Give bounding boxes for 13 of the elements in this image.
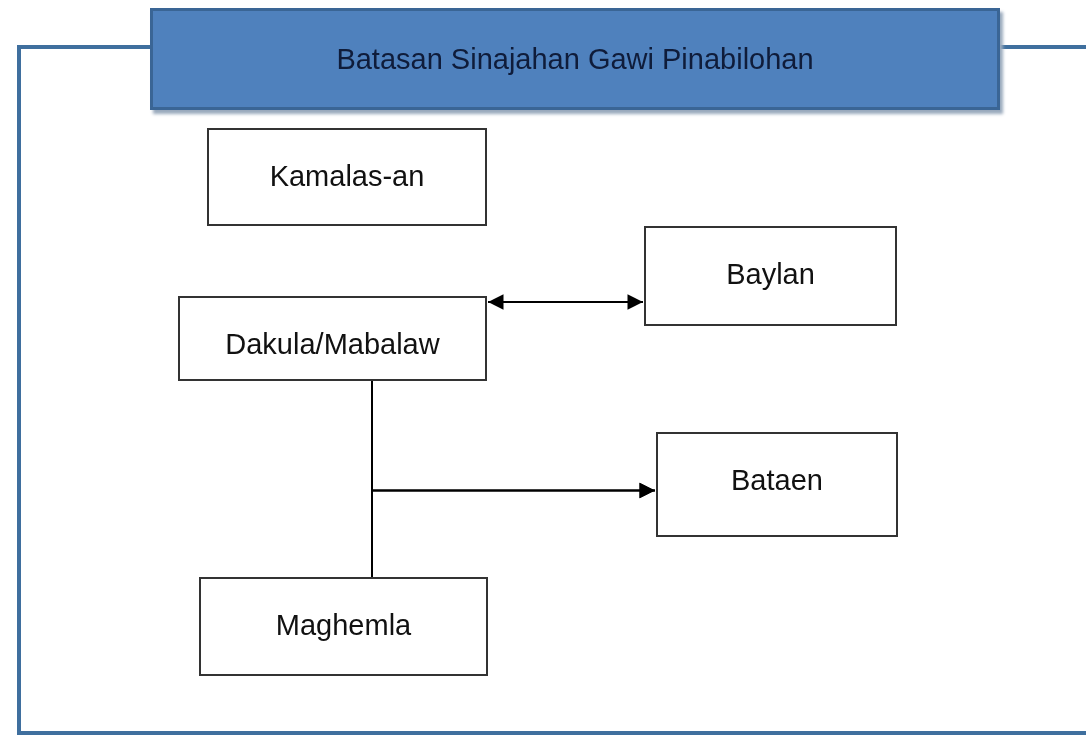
box-label: Bataen <box>731 464 823 498</box>
box-label: Kamalas-an <box>269 160 425 194</box>
role-box <box>178 296 487 381</box>
role-box <box>207 128 487 226</box>
role-box <box>644 226 897 326</box>
arrow <box>371 482 656 578</box>
box-label: Maghemla <box>275 609 412 643</box>
role-box <box>199 577 488 676</box>
box-label: Baylan <box>726 258 815 292</box>
arrow <box>487 294 644 310</box>
box-label: Dakula/Mabalaw <box>225 328 440 362</box>
role-box <box>656 432 898 537</box>
title-banner: Batasan Sinajahan Gawi Pinabilohan <box>150 8 1000 110</box>
